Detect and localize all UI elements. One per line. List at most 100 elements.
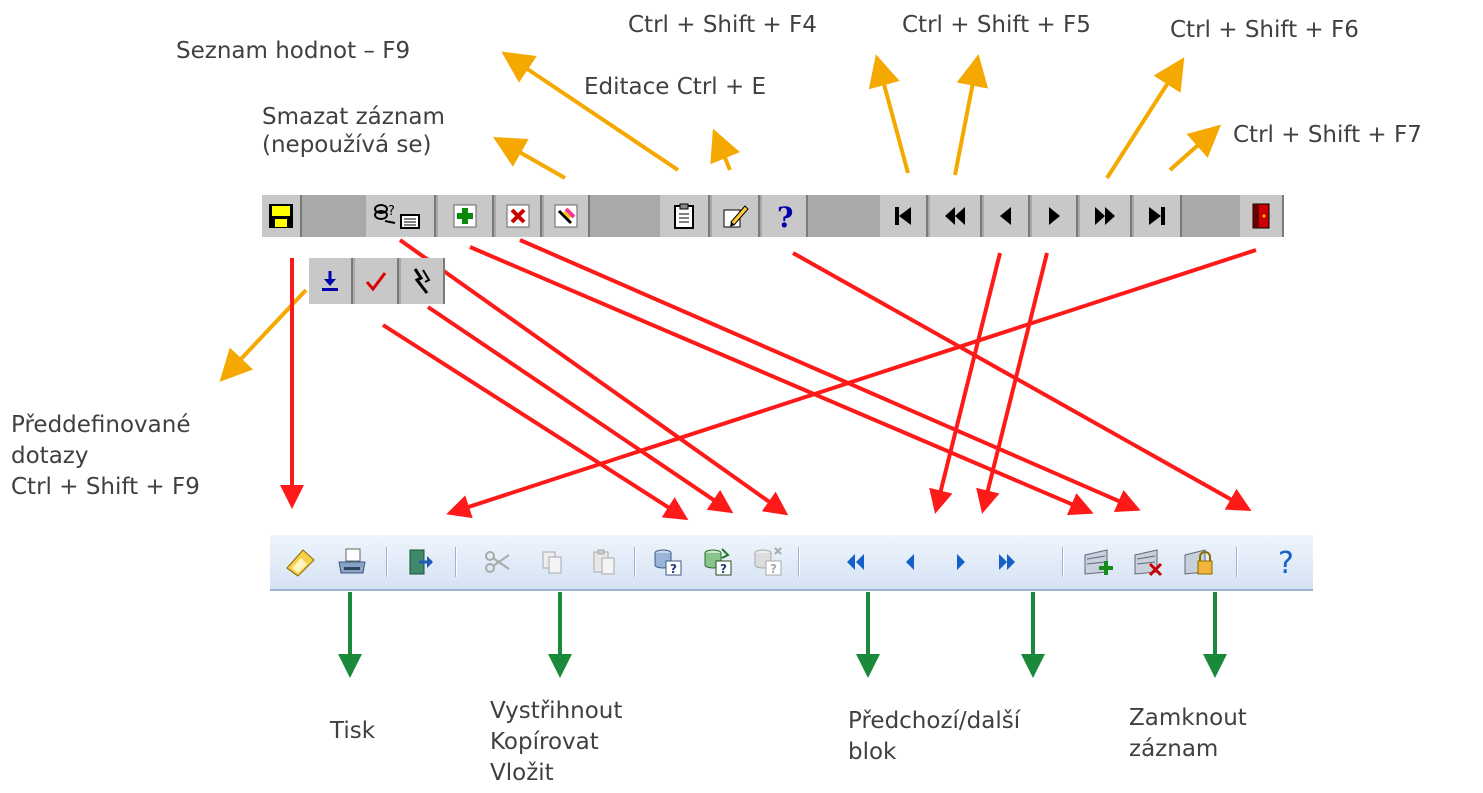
cancel-query-icon [413, 268, 431, 294]
previous-set-icon [945, 207, 965, 225]
print-icon [338, 548, 366, 574]
label-line: Smazat záznam [262, 104, 445, 130]
orange-arrow [1105, 57, 1185, 180]
help-button[interactable]: ? [762, 195, 808, 237]
delete-record-icon [1134, 549, 1163, 577]
label-line: Ctrl + Shift + F9 [11, 474, 200, 500]
delete-record-icon [506, 204, 530, 228]
label-editace: Editace Ctrl + E [584, 74, 767, 100]
lock-record-icon [1184, 549, 1213, 575]
orange-arrow [493, 137, 566, 180]
toolbar-separator [455, 547, 457, 577]
label-line: Předdefinované [11, 412, 191, 438]
insert-record-button[interactable] [438, 195, 494, 237]
exit-button[interactable] [1240, 195, 1284, 237]
svg-text:?: ? [720, 562, 727, 576]
first-record-icon [895, 207, 911, 225]
label-vystrihnout-kopirovat-vlozit: Vystřihnout Kopírovat Vložit [490, 696, 622, 789]
list-of-values-button[interactable]: ? [366, 195, 436, 237]
copy-button[interactable] [532, 542, 572, 582]
paste-icon [593, 549, 615, 575]
first-record-button[interactable] [880, 195, 928, 237]
old-toolbar: ? ? [262, 195, 1284, 237]
help-icon: ? [777, 201, 793, 231]
save-button[interactable] [280, 542, 320, 582]
cancel-query-button[interactable] [401, 258, 445, 304]
copy-icon [542, 551, 562, 574]
cancel-query-button[interactable]: ? [748, 542, 788, 582]
lock-record-button[interactable] [1178, 542, 1218, 582]
orange-arrow [868, 54, 910, 174]
label-ctrl-shift-f4: Ctrl + Shift + F4 [628, 12, 817, 38]
previous-record-button[interactable] [984, 195, 1030, 237]
next-block-button[interactable] [987, 542, 1027, 582]
svg-text:?: ? [770, 562, 777, 576]
exit-button[interactable] [400, 542, 440, 582]
insert-record-icon [1084, 549, 1113, 575]
label-ctrl-shift-f5: Ctrl + Shift + F5 [902, 12, 1091, 38]
save-button[interactable] [262, 195, 302, 237]
toolbar-separator [634, 547, 636, 577]
execute-query-icon: ? [704, 548, 732, 576]
edit-button[interactable] [712, 195, 760, 237]
clipboard-button[interactable] [660, 195, 710, 237]
label-line: Vystřihnout [490, 698, 623, 724]
svg-text:?: ? [388, 204, 395, 219]
clear-record-button[interactable] [544, 195, 590, 237]
label-line: záznam [1129, 736, 1219, 762]
query-icon: ? [654, 549, 682, 576]
label-line: Kopírovat [490, 729, 599, 755]
label-line: (nepoužívá se) [262, 132, 432, 158]
label-tisk: Tisk [330, 718, 376, 744]
clipboard-icon [674, 203, 694, 229]
red-arrow [398, 238, 789, 516]
next-record-icon [1049, 207, 1060, 225]
previous-block-icon [847, 554, 864, 570]
edit-icon [723, 205, 749, 228]
next-record-icon [957, 554, 965, 570]
red-arrow [469, 245, 1094, 516]
delete-record-button[interactable] [496, 195, 542, 237]
label-zamknout-zaznam: Zamknout záznam [1129, 703, 1247, 765]
orange-arrow [1168, 124, 1221, 172]
red-arrow [446, 248, 1257, 519]
previous-record-button[interactable] [890, 542, 930, 582]
previous-record-icon [1000, 207, 1011, 225]
help-icon: ? [1278, 546, 1294, 578]
query-button[interactable]: ? [648, 542, 688, 582]
red-arrow [792, 251, 1252, 511]
red-arrow [426, 305, 734, 514]
print-button[interactable] [332, 542, 372, 582]
previous-block-button[interactable] [836, 542, 876, 582]
next-record-button[interactable] [1032, 195, 1078, 237]
label-seznam-hodnot: Seznam hodnot – F9 [176, 38, 411, 64]
next-set-button[interactable] [1080, 195, 1132, 237]
label-ctrl-shift-f6: Ctrl + Shift + F6 [1170, 17, 1359, 43]
label-line: Zamknout [1129, 705, 1247, 731]
delete-record-button[interactable] [1128, 542, 1168, 582]
execute-query-icon [365, 272, 387, 292]
paste-button[interactable] [584, 542, 624, 582]
cancel-query-icon: ? [754, 547, 782, 576]
label-line: Vložit [490, 760, 554, 786]
label-preddefinovane-dotazy: Předdefinované dotazy Ctrl + Shift + F9 [11, 410, 200, 503]
enter-query-button[interactable] [309, 258, 353, 304]
label-ctrl-shift-f7: Ctrl + Shift + F7 [1233, 122, 1422, 148]
insert-record-button[interactable] [1078, 542, 1118, 582]
svg-text:?: ? [670, 562, 677, 576]
execute-query-button[interactable] [355, 258, 399, 304]
last-record-button[interactable] [1134, 195, 1182, 237]
orange-arrow [953, 54, 989, 176]
previous-set-button[interactable] [930, 195, 982, 237]
red-arrow [519, 238, 1141, 513]
orange-arrow [710, 128, 740, 171]
next-record-button[interactable] [941, 542, 981, 582]
orange-arrow [501, 51, 680, 172]
cut-icon [485, 551, 510, 573]
svg-text:?: ? [1278, 546, 1294, 578]
label-predchozi-dalsi-blok: Předchozí/další blok [848, 706, 1020, 768]
save-icon [286, 549, 315, 577]
execute-query-button[interactable]: ? [698, 542, 738, 582]
cut-button[interactable] [478, 542, 518, 582]
help-button[interactable]: ? [1266, 542, 1306, 582]
